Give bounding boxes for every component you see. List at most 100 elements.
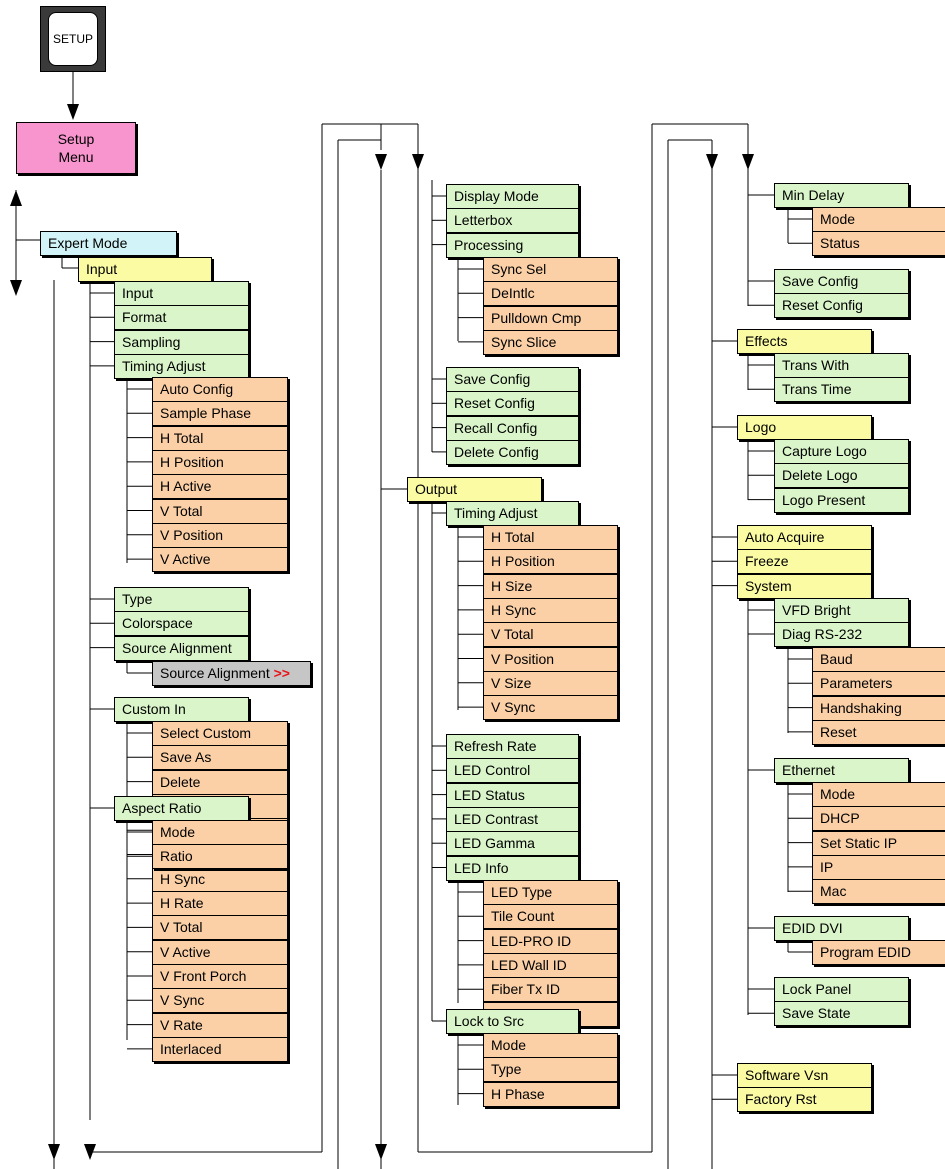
custom-in-item-h-sync[interactable]: H Sync — [152, 866, 288, 892]
display-processing[interactable]: Processing — [446, 232, 579, 258]
system-config-save-config[interactable]: Save Config — [774, 269, 909, 294]
custom-in-item-v-front-porch[interactable]: V Front Porch — [152, 964, 288, 989]
system-top-system[interactable]: System — [737, 573, 872, 599]
custom-in[interactable]: Custom In — [114, 697, 249, 722]
timing-v-active[interactable]: V Active — [152, 547, 288, 573]
display-display-mode[interactable]: Display Mode — [446, 184, 579, 209]
edid-dvi[interactable]: EDID DVI — [774, 916, 909, 941]
custom-in-item-interlaced[interactable]: Interlaced — [152, 1036, 288, 1062]
system-bottom-save-state[interactable]: Save State — [774, 1001, 909, 1027]
timing-v-total[interactable]: V Total — [152, 498, 288, 524]
output-timing-h-total[interactable]: H Total — [483, 525, 618, 550]
logo-item-capture-logo[interactable]: Capture Logo — [774, 439, 909, 464]
custom-in-item-select-custom[interactable]: Select Custom — [152, 721, 288, 746]
effects-group[interactable]: Effects — [737, 329, 872, 354]
diag-item-baud[interactable]: Baud — [812, 647, 945, 672]
vfd-bright[interactable]: VFD Bright — [774, 598, 909, 623]
system-top-freeze[interactable]: Freeze — [737, 549, 872, 575]
logo-item-logo-present[interactable]: Logo Present — [774, 487, 909, 513]
lock-to-src-item-mode[interactable]: Mode — [483, 1033, 618, 1058]
effects-item-trans-time[interactable]: Trans Time — [774, 377, 909, 403]
output-timing-v-total[interactable]: V Total — [483, 622, 618, 648]
edid-item-program-edid[interactable]: Program EDID — [812, 940, 945, 965]
config-recall-config[interactable]: Recall Config — [446, 415, 579, 441]
custom-in-item-v-active[interactable]: V Active — [152, 939, 288, 965]
output-timing-h-sync[interactable]: H Sync — [483, 597, 618, 623]
ethernet-item-mode[interactable]: Mode — [812, 782, 945, 807]
aspect-ratio[interactable]: Aspect Ratio — [114, 796, 249, 821]
input-item-sampling[interactable]: Sampling — [114, 329, 249, 355]
lock-to-src[interactable]: Lock to Src — [446, 1009, 579, 1034]
input-item-input[interactable]: Input — [114, 281, 249, 306]
custom-in-item-v-rate[interactable]: V Rate — [152, 1012, 288, 1038]
output-timing-adjust[interactable]: Timing Adjust — [446, 501, 579, 526]
ethernet-item-set-static-ip[interactable]: Set Static IP — [812, 830, 945, 856]
ethernet[interactable]: Ethernet — [774, 758, 909, 783]
custom-in-item-h-rate[interactable]: H Rate — [152, 891, 288, 917]
source-colorspace[interactable]: Colorspace — [114, 611, 249, 637]
logo-group[interactable]: Logo — [737, 415, 872, 440]
timing-auto-config[interactable]: Auto Config — [152, 377, 288, 402]
aspect-ratio-item-ratio[interactable]: Ratio — [152, 844, 288, 870]
output-timing-v-size[interactable]: V Size — [483, 670, 618, 696]
config-save-config[interactable]: Save Config — [446, 367, 579, 392]
diag-item-parameters[interactable]: Parameters — [812, 671, 945, 697]
output-timing-h-size[interactable]: H Size — [483, 573, 618, 599]
led-info-led-wall-id[interactable]: LED Wall ID — [483, 952, 618, 978]
config-delete-config[interactable]: Delete Config — [446, 439, 579, 465]
source-source-alignment[interactable]: Source Alignment — [114, 635, 249, 661]
effects-item-trans-with[interactable]: Trans With — [774, 353, 909, 378]
config-reset-config[interactable]: Reset Config — [446, 391, 579, 417]
led-info-led-pro-id[interactable]: LED-PRO ID — [483, 928, 618, 954]
logo-item-delete-logo[interactable]: Delete Logo — [774, 463, 909, 489]
expert-mode[interactable]: Expert Mode — [40, 231, 177, 256]
output-timing-v-sync[interactable]: V Sync — [483, 695, 618, 721]
output-timing-v-position[interactable]: V Position — [483, 646, 618, 672]
custom-in-item-save-as[interactable]: Save As — [152, 745, 288, 771]
lock-to-src-item-h-phase[interactable]: H Phase — [483, 1081, 618, 1107]
footer-software-vsn[interactable]: Software Vsn — [737, 1063, 872, 1088]
output-group[interactable]: Output — [407, 477, 542, 502]
processing-sync-slice[interactable]: Sync Slice — [483, 329, 618, 355]
timing-h-total[interactable]: H Total — [152, 425, 288, 451]
timing-h-active[interactable]: H Active — [152, 474, 288, 500]
system-bottom-lock-panel[interactable]: Lock Panel — [774, 977, 909, 1002]
input-item-format[interactable]: Format — [114, 305, 249, 331]
output-timing-h-position[interactable]: H Position — [483, 549, 618, 575]
custom-in-item-v-total[interactable]: V Total — [152, 915, 288, 941]
ethernet-item-dhcp[interactable]: DHCP — [812, 806, 945, 832]
source-alignment-link[interactable]: Source Alignment >> — [152, 661, 311, 686]
timing-sample-phase[interactable]: Sample Phase — [152, 401, 288, 427]
aspect-ratio-item-mode[interactable]: Mode — [152, 820, 288, 845]
custom-in-item-v-sync[interactable]: V Sync — [152, 988, 288, 1014]
footer-factory-rst[interactable]: Factory Rst — [737, 1087, 872, 1113]
led-info-led-type[interactable]: LED Type — [483, 880, 618, 905]
led-refresh-rate[interactable]: Refresh Rate — [446, 734, 579, 759]
input-group[interactable]: Input — [78, 257, 212, 282]
processing-pulldown-cmp[interactable]: Pulldown Cmp — [483, 305, 618, 331]
display-letterbox[interactable]: Letterbox — [446, 208, 579, 234]
led-info-tile-count[interactable]: Tile Count — [483, 904, 618, 930]
timing-v-position[interactable]: V Position — [152, 522, 288, 548]
ethernet-item-mac[interactable]: Mac — [812, 879, 945, 905]
system-top-auto-acquire[interactable]: Auto Acquire — [737, 525, 872, 550]
processing-deintlc[interactable]: DeIntlc — [483, 281, 618, 307]
led-led-gamma[interactable]: LED Gamma — [446, 831, 579, 857]
source-type[interactable]: Type — [114, 587, 249, 612]
processing-sync-sel[interactable]: Sync Sel — [483, 257, 618, 282]
min-delay[interactable]: Min Delay — [774, 183, 909, 208]
led-led-contrast[interactable]: LED Contrast — [446, 806, 579, 832]
led-led-info[interactable]: LED Info — [446, 855, 579, 881]
custom-in-item-delete[interactable]: Delete — [152, 769, 288, 795]
min-delay-item-mode[interactable]: Mode — [812, 207, 945, 232]
led-led-control[interactable]: LED Control — [446, 758, 579, 784]
setup-key[interactable]: SETUP — [40, 6, 106, 72]
diag-item-reset[interactable]: Reset — [812, 719, 945, 745]
lock-to-src-item-type[interactable]: Type — [483, 1057, 618, 1083]
system-config-reset-config[interactable]: Reset Config — [774, 293, 909, 319]
diag-item-handshaking[interactable]: Handshaking — [812, 695, 945, 721]
led-info-fiber-tx-id[interactable]: Fiber Tx ID — [483, 977, 618, 1003]
input-item-timing-adjust[interactable]: Timing Adjust — [114, 353, 249, 379]
timing-h-position[interactable]: H Position — [152, 449, 288, 475]
diag-rs232[interactable]: Diag RS-232 — [774, 622, 909, 647]
